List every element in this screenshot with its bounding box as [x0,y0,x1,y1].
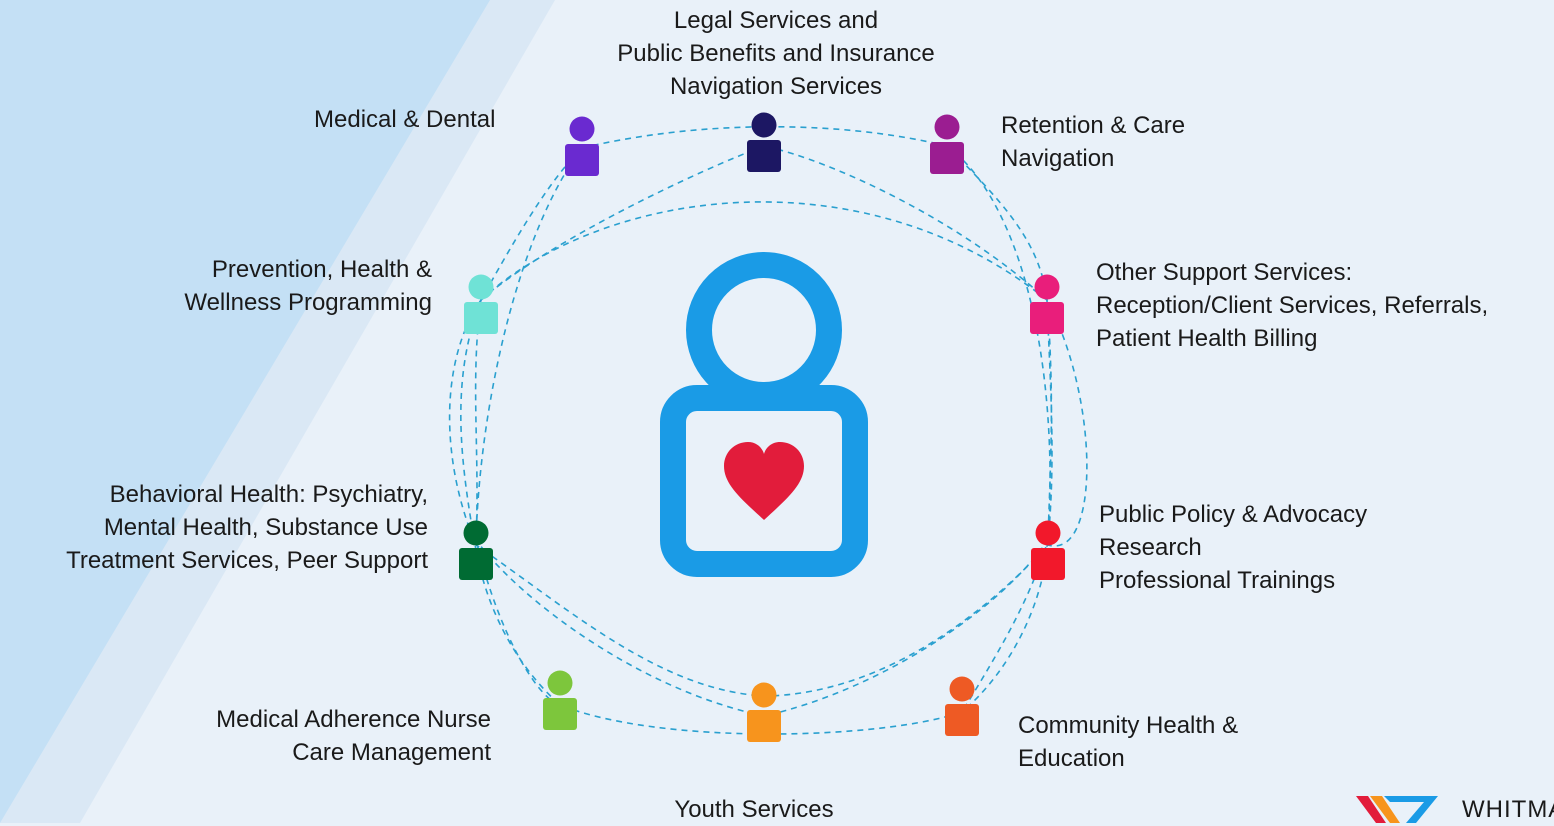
person-icon-community-health [945,676,979,736]
connector-loop [460,125,1053,735]
person-icon-other-support [1030,274,1064,334]
label-medical-dental: Medical & Dental [314,106,496,133]
logo-stripe-orange [1370,796,1400,823]
label-behavioral-health: Behavioral Health: Psychiatry, Mental He… [66,481,428,574]
label-retention-care: Retention & Care Navigation [1001,112,1186,172]
label-public-policy: Public Policy & Advocacy Research Profes… [1099,501,1368,594]
person-heart-head [686,252,842,408]
label-community-health: Community Health & Education [1018,712,1239,772]
label-medical-adherence: Medical Adherence Nurse Care Management [216,706,491,766]
person-icon-retention-care [930,114,964,174]
person-icon-legal-services [747,112,781,172]
connector-loop [474,145,1053,717]
heart-icon [724,442,804,520]
label-prevention-health: Prevention, Health & Wellness Programmin… [184,256,432,316]
dashed-connectors [448,125,1088,735]
label-other-support: Other Support Services: Reception/Client… [1096,259,1489,352]
person-icon-prevention-health [464,274,498,334]
person-icon-behavioral-health [459,520,493,580]
service-person-icons [459,112,1065,742]
connector-loop [946,145,1051,713]
logo-text: WHITMAN [1462,796,1554,823]
connector-loop [475,147,583,706]
person-heart-body [660,385,868,577]
logo-stripe-blue [1384,796,1438,823]
person-icon-public-policy [1031,520,1065,580]
label-youth-services: Youth Services [674,796,834,823]
person-icon-youth-services [747,682,781,742]
person-icon-medical-adherence [543,670,577,730]
person-heart-icon [660,252,868,577]
person-icon-medical-dental [565,116,599,176]
logo-stripe-red [1356,796,1386,823]
label-legal-services: Legal Services and Public Benefits and I… [617,7,935,100]
whitman-logo-mark [1356,796,1438,823]
